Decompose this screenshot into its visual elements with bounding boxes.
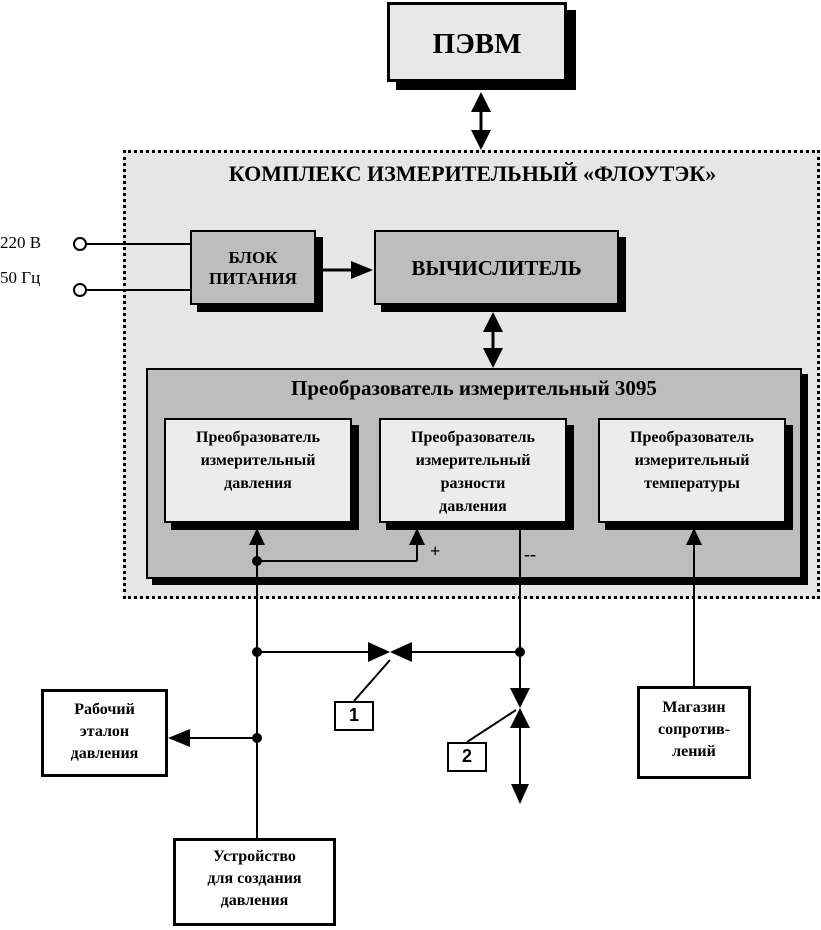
- computer-to-converter-arrow: [483, 312, 503, 368]
- resistance-box-line3: лений: [672, 743, 716, 760]
- mains-terminals: [73, 237, 190, 297]
- power-block: [190, 230, 316, 305]
- pressure-converter-line2: измерительный: [200, 452, 316, 469]
- valve-2-box: [447, 742, 487, 772]
- valve-1-box: [334, 701, 374, 731]
- temperature-converter-line1: Преобразователь: [630, 429, 754, 446]
- valve-2-label: 2: [461, 746, 472, 766]
- diff-pressure-converter-line1: Преобразователь: [411, 429, 535, 446]
- minus-port-label: --: [524, 544, 536, 564]
- pc-label: ПЭВМ: [432, 28, 522, 60]
- power-to-computer-arrow: [323, 261, 373, 279]
- diff-pressure-converter-box: [379, 418, 567, 523]
- power-block-line1: БЛОК: [228, 248, 278, 267]
- reference-line3: давления: [70, 745, 139, 762]
- temperature-converter-line3: температуры: [644, 475, 740, 492]
- power-block-line2: ПИТАНИЯ: [209, 269, 297, 288]
- reference-line2: эталон: [79, 723, 130, 740]
- resistance-box: [637, 686, 751, 779]
- reference-line1: Рабочий: [74, 701, 135, 718]
- resistance-box-line2: сопротив-: [657, 721, 731, 738]
- diff-pressure-converter-line3: разности: [440, 475, 506, 492]
- pressure-converter-line1: Преобразователь: [196, 429, 320, 446]
- converter-3095-title: Преобразователь измерительный 3095: [291, 376, 657, 400]
- pc-box: [387, 2, 567, 82]
- mains-voltage: 220 В: [0, 233, 42, 252]
- resistance-box-line1: Магазин: [662, 699, 726, 716]
- pressure-converter-line3: давления: [224, 475, 292, 492]
- complex-title: КОМПЛЕКС ИЗМЕРИТЕЛЬНЫЙ «ФЛОУТЭК»: [228, 161, 717, 186]
- temperature-converter-line2: измерительный: [634, 452, 750, 469]
- pressure-device-line3: давления: [220, 892, 289, 909]
- diff-pressure-converter-line4: давления: [439, 498, 507, 515]
- pressure-device-line1: Устройство: [213, 848, 296, 865]
- computer-box: [374, 230, 619, 305]
- plus-branch-line: [257, 528, 425, 562]
- reference-arrow: [168, 729, 257, 747]
- pressure-main-line: [249, 528, 265, 838]
- mains-frequency: 50 Гц: [0, 268, 41, 287]
- temperature-converter-box: [598, 418, 786, 523]
- pressure-converter-box: [164, 418, 352, 523]
- valve-1-symbol: [257, 642, 520, 702]
- valve-2-symbol: [466, 688, 530, 804]
- pc-link-arrow: [471, 92, 491, 150]
- pressure-device-box: [173, 838, 336, 926]
- valve-1-label: 1: [348, 705, 359, 725]
- temperature-arrow: [686, 528, 702, 686]
- pressure-device-line2: для создания: [207, 870, 302, 887]
- reference-box: [41, 689, 168, 777]
- computer-label: ВЫЧИСЛИТЕЛЬ: [411, 256, 582, 280]
- minus-line: [515, 523, 525, 690]
- diff-pressure-converter-line2: измерительный: [415, 452, 531, 469]
- plus-port-label: +: [430, 541, 441, 561]
